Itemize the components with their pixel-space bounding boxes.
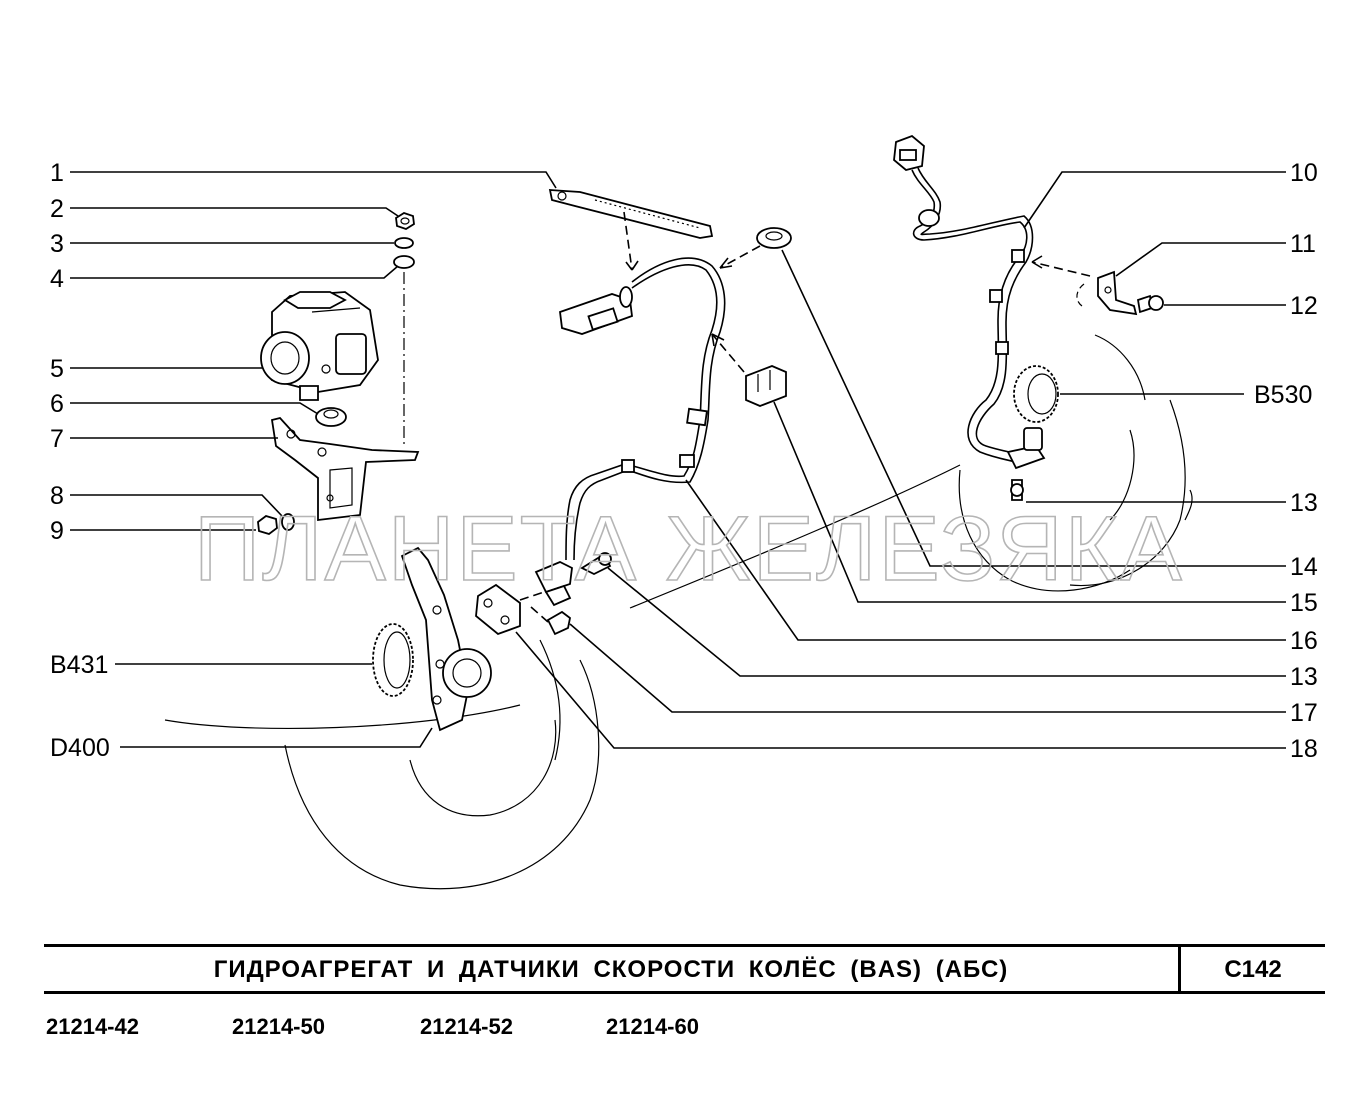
callout-7: 7 xyxy=(50,425,64,453)
callout-labels: 1 2 3 4 5 6 7 8 9 B431 D400 10 11 12 B53… xyxy=(50,159,1318,763)
model-code: 21214-50 xyxy=(232,1014,325,1039)
callout-d400: D400 xyxy=(50,734,110,762)
parts-diagram: ПЛАНЕТА ЖЕЛЕЗЯКА 1 2 3 4 5 6 7 8 9 B431 … xyxy=(50,134,1318,890)
assembly-arrow xyxy=(719,245,761,269)
bolt-17 xyxy=(546,610,571,636)
assembly-arrow xyxy=(1031,261,1091,277)
model-code: 21214-52 xyxy=(420,1014,513,1039)
model-code: 21214-60 xyxy=(606,1014,699,1039)
grommet-14 xyxy=(756,227,792,249)
washer-8 xyxy=(281,513,295,531)
callout-16: 16 xyxy=(1290,627,1318,655)
spring-washer-3 xyxy=(394,237,414,249)
callout-9: 9 xyxy=(50,517,64,545)
assembly-arrow xyxy=(623,211,633,271)
front-wheel-outline xyxy=(164,639,600,890)
leader-lines xyxy=(70,171,1286,749)
model-list: 21214-42 21214-50 21214-52 21214-60 xyxy=(46,1014,846,1044)
model-code: 21214-42 xyxy=(46,1014,139,1039)
callout-6: 6 xyxy=(50,390,64,418)
callout-12: 12 xyxy=(1290,292,1318,320)
tone-ring-rear xyxy=(1013,365,1059,423)
callout-17: 17 xyxy=(1290,699,1318,727)
assembly-arrow xyxy=(711,333,745,373)
callout-b530: B530 xyxy=(1254,381,1312,409)
tone-ring-front xyxy=(372,623,414,697)
callout-1: 1 xyxy=(50,159,64,187)
assembly-arrow xyxy=(530,606,549,623)
rear-wheel-outline xyxy=(629,334,1193,609)
bolt-13-rear xyxy=(1010,479,1024,501)
callout-8: 8 xyxy=(50,482,64,510)
callout-4: 4 xyxy=(50,265,64,293)
callout-11: 11 xyxy=(1290,230,1316,258)
callout-14: 14 xyxy=(1290,553,1318,581)
sensor-plate-18 xyxy=(475,583,521,636)
callout-5: 5 xyxy=(50,355,64,383)
callout-15: 15 xyxy=(1290,589,1318,617)
page-title: ГИДРОАГРЕГАТ И ДАТЧИКИ СКОРОСТИ КОЛЁС (B… xyxy=(213,956,1009,983)
front-wheel-speed-sensor xyxy=(534,257,726,607)
bracket-11 xyxy=(1097,270,1138,316)
callout-13-rear: 13 xyxy=(1290,489,1318,517)
front-sensor-connector xyxy=(559,286,633,335)
bracket-7 xyxy=(270,416,420,522)
bolt-12 xyxy=(1136,294,1164,314)
callout-10: 10 xyxy=(1290,159,1318,187)
page-code: C142 xyxy=(1224,956,1282,983)
title-divider xyxy=(1178,947,1181,991)
nut-2 xyxy=(395,212,415,230)
callout-b431: B431 xyxy=(50,651,108,679)
washer-4 xyxy=(393,255,415,269)
nut-9 xyxy=(257,515,278,535)
bolt-13-front xyxy=(580,552,612,576)
callout-2: 2 xyxy=(50,195,64,223)
callout-13-front: 13 xyxy=(1290,663,1318,691)
grommet-6 xyxy=(315,407,347,427)
watermark: ПЛАНЕТА ЖЕЛЕЗЯКА xyxy=(194,498,1184,600)
abs-hydraulic-unit xyxy=(260,291,379,401)
steering-knuckle xyxy=(400,546,492,732)
cable-tie-1 xyxy=(548,189,714,239)
callout-3: 3 xyxy=(50,230,64,258)
title-block: ГИДРОАГРЕГАТ И ДАТЧИКИ СКОРОСТИ КОЛЁС (B… xyxy=(44,944,1325,994)
callout-18: 18 xyxy=(1290,735,1318,763)
rear-wheel-speed-sensor xyxy=(893,134,1046,470)
clip-15 xyxy=(745,365,787,407)
assembly-arrow xyxy=(519,591,545,601)
